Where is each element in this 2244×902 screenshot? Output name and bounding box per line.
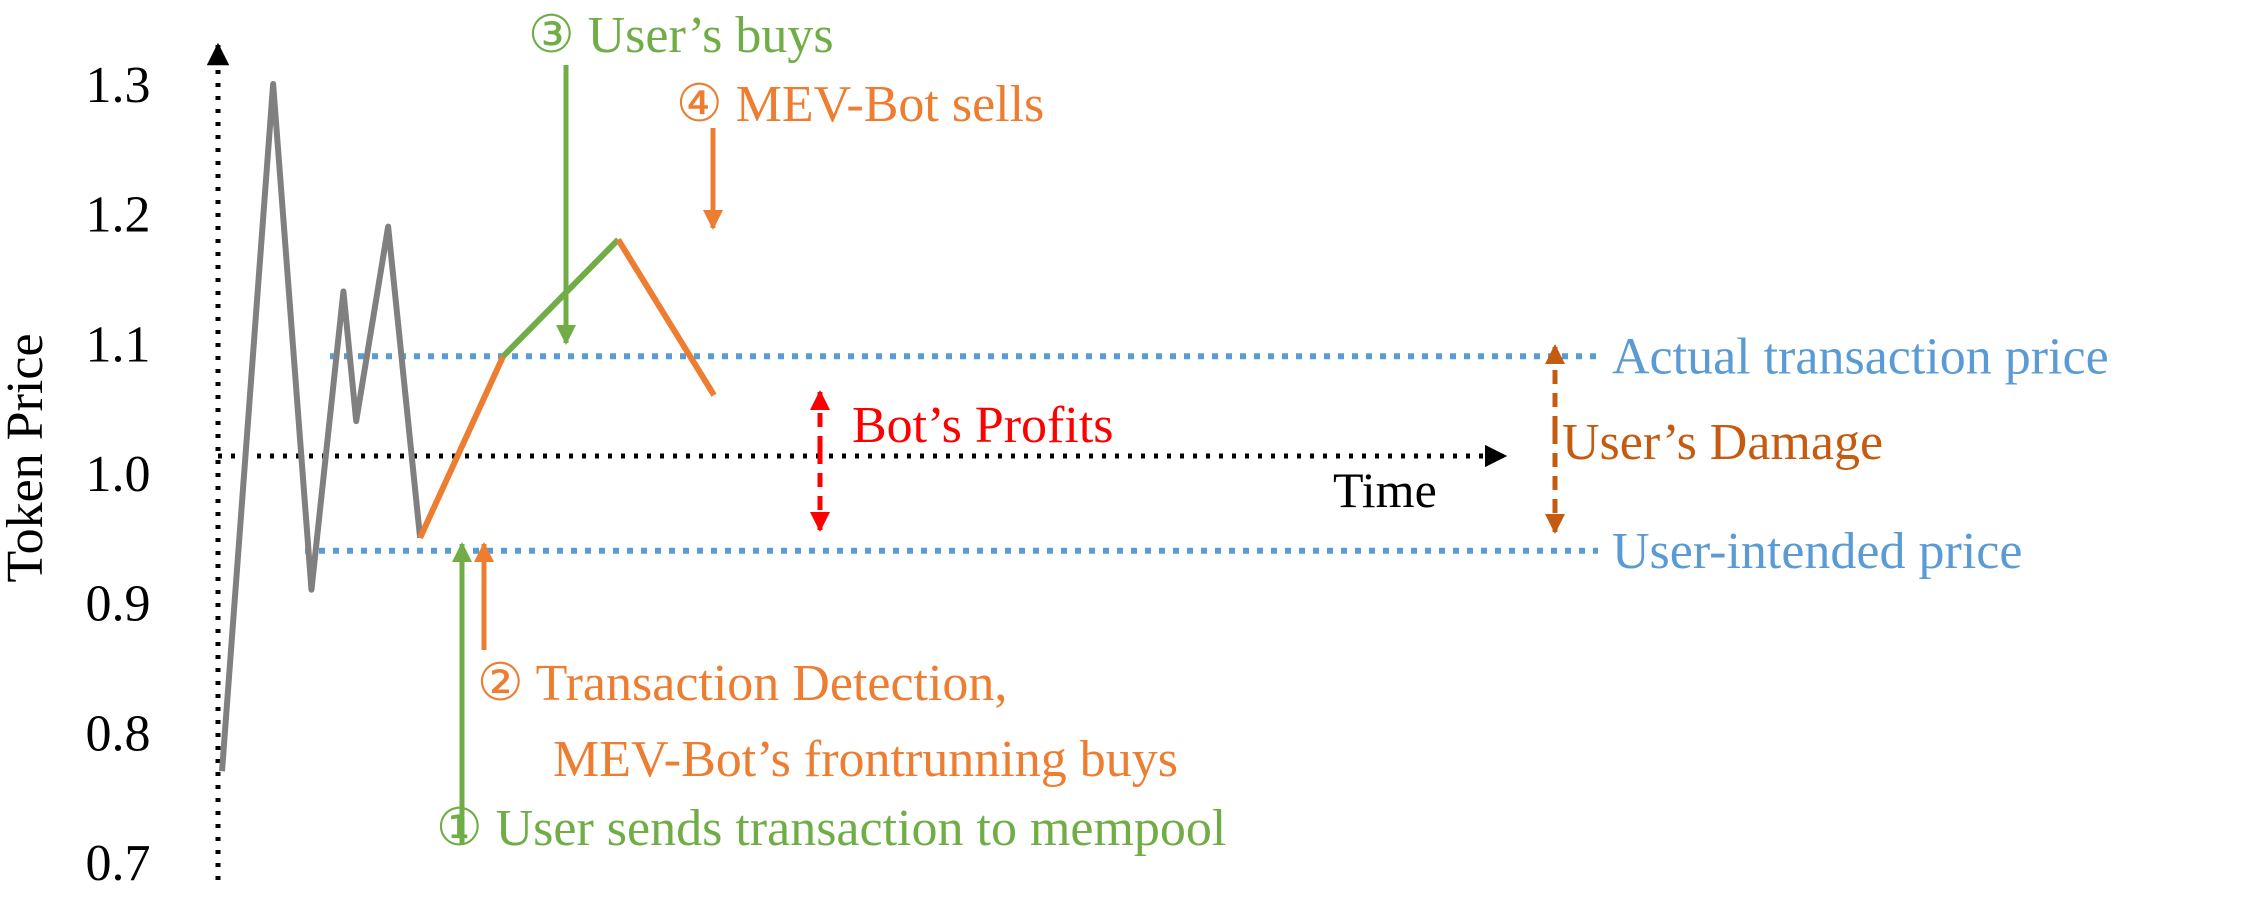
detection-label-line1: ② Transaction Detection, [477,655,1007,712]
y-tick-label: 0.7 [86,835,151,892]
series-line-bot-buy [417,355,506,540]
user-buys-label: ③ User’s buys [528,7,834,64]
reference-line-label: User-intended price [1612,523,2022,580]
bot-profits-label: Bot’s Profits [852,397,1114,454]
y-tick-labels: 0.7 0.8 0.9 1.0 1.1 1.2 1.3 [86,57,151,892]
user-damage-label: User’s Damage [1562,414,1883,471]
series-line-market [219,81,424,772]
user-sends-label: ① User sends transaction to mempool [436,800,1226,857]
y-tick-label: 1.2 [86,187,151,244]
bot-sells-label: ④ MEV-Bot sells [676,76,1044,133]
y-axis-label: Token Price [0,333,54,582]
series-line-bot-sell [615,238,717,397]
series-line-user-buy [501,237,621,359]
x-axis-label: Time [1333,462,1437,518]
detection-label-line2: MEV-Bot’s frontrunning buys [553,731,1178,788]
y-tick-label: 0.9 [86,576,151,633]
y-tick-label: 1.1 [86,316,151,373]
y-tick-label: 1.3 [86,57,151,114]
y-tick-label: 1.0 [86,446,151,503]
y-tick-label: 0.8 [86,705,151,762]
price-series [219,81,717,772]
reference-line-label: Actual transaction price [1612,328,2109,385]
